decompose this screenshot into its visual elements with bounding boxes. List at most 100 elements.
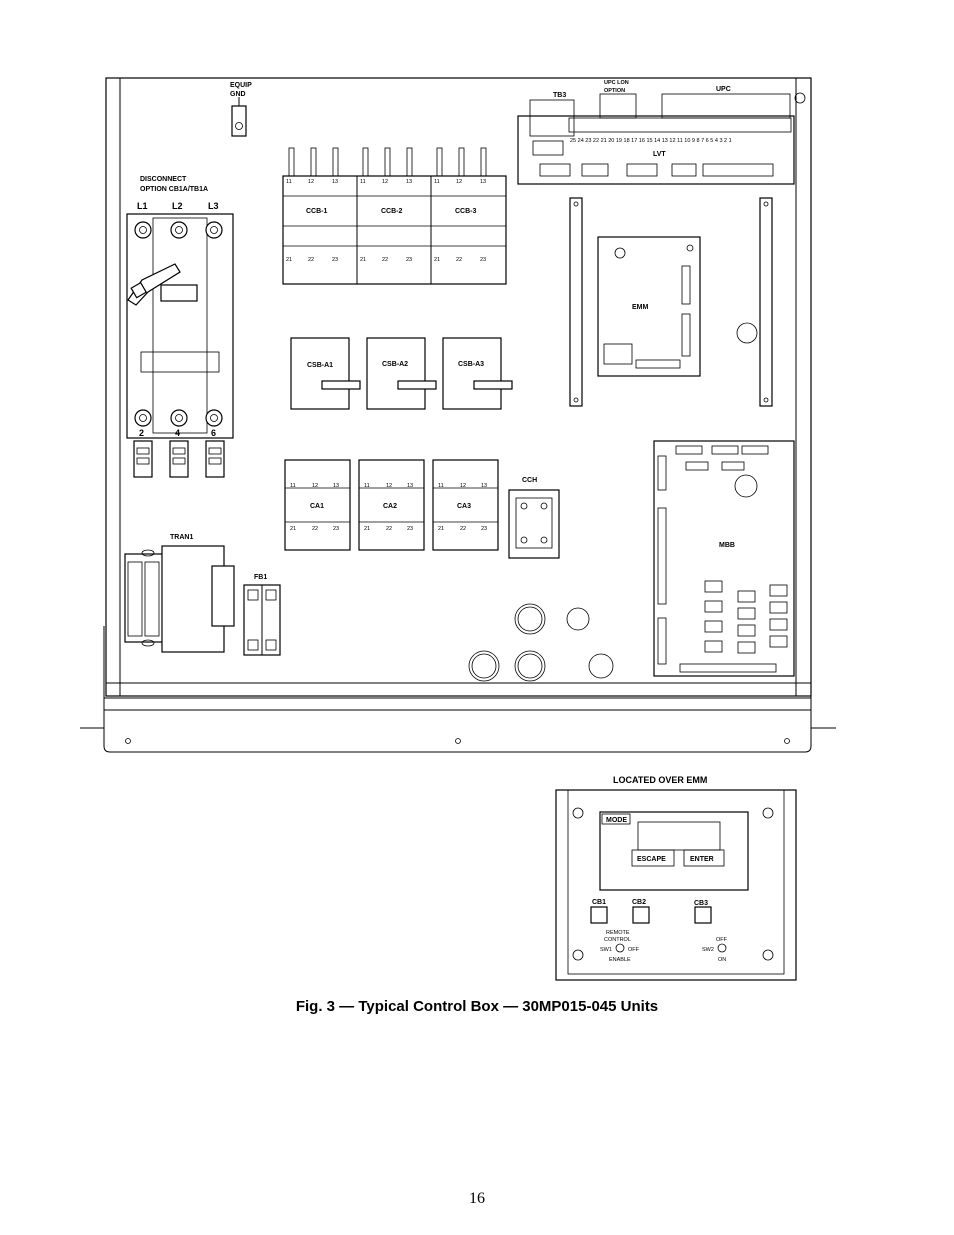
svg-text:23: 23 [406,257,412,263]
fb1-label: FB1 [254,574,267,581]
escape-label: ESCAPE [637,856,666,863]
svg-text:13: 13 [333,483,339,489]
fb1-fuse-block: FB1 [243,574,281,656]
upc-lon-label-1: UPC LON [604,80,629,86]
svg-text:11: 11 [434,179,440,185]
mounting-rails [569,197,773,407]
svg-text:11: 11 [438,483,444,489]
svg-text:13: 13 [407,483,413,489]
mode-label: MODE [606,817,627,824]
mbb-board: MBB [653,440,795,677]
ca1-label: CA1 [310,503,324,510]
control-label: CONTROL [604,937,631,943]
l3-label: L3 [208,201,219,211]
sw2-off-label: OFF [716,937,728,943]
ccb-1-label: CCB-1 [306,208,327,215]
svg-text:22: 22 [308,257,314,263]
svg-text:21: 21 [438,526,444,532]
cb1-button [590,906,608,924]
tran1-transformer: TRAN1 [124,534,235,653]
disconnect-output-blocks [133,440,225,478]
csb-a1-label: CSB-A1 [307,362,333,369]
figure-caption: Fig. 3 — Typical Control Box — 30MP015-0… [295,998,659,1015]
ca3-label: CA3 [457,503,471,510]
lvt-label: LVT [653,151,666,158]
disconnect-switch: DISCONNECT OPTION CB1A/TB1A L1 L2 L3 2 4… [126,176,234,478]
ca2-label: CA2 [383,503,397,510]
svg-text:22: 22 [456,257,462,263]
svg-text:23: 23 [333,526,339,532]
ccb-2-label: CCB-2 [381,208,402,215]
csb-sensors: CSB-A1 CSB-A2 CSB-A3 [290,337,513,410]
cb1-label: CB1 [592,899,606,906]
emm-board: EMM [597,236,758,377]
enter-label: ENTER [690,856,714,863]
svg-text:21: 21 [360,257,366,263]
on-label: ON [718,957,726,963]
svg-text:22: 22 [382,257,388,263]
svg-text:21: 21 [434,257,440,263]
svg-text:21: 21 [290,526,296,532]
ca-contactors: CA1 CA2 CA3 11 12 13 11 12 13 11 12 13 2… [284,459,499,551]
upc-lon-label-2: OPTION [604,88,625,94]
ccb-3-label: CCB-3 [455,208,476,215]
svg-text:12: 12 [460,483,466,489]
cb3-label: CB3 [694,900,708,907]
svg-text:12: 12 [386,483,392,489]
svg-text:11: 11 [290,483,296,489]
svg-text:13: 13 [332,179,338,185]
knockouts [468,603,614,682]
lvt-terminal-numbers: 25 24 23 22 21 20 19 18 17 16 15 14 13 1… [570,138,732,144]
ccb-breakers: CCB-1 CCB-2 CCB-3 11 12 13 11 12 13 11 1… [282,147,507,285]
cch-relay: CCH [508,477,560,559]
sw1-label: SW1 [600,947,612,953]
disconnect-terminals-bottom [134,409,223,427]
csb-a3-label: CSB-A3 [458,361,484,368]
svg-text:23: 23 [480,257,486,263]
svg-text:21: 21 [364,526,370,532]
disconnect-label-2: OPTION CB1A/TB1A [140,186,208,193]
svg-text:11: 11 [360,179,366,185]
csb-a2-label: CSB-A2 [382,361,408,368]
svg-text:13: 13 [481,483,487,489]
svg-text:12: 12 [456,179,462,185]
disconnect-label-1: DISCONNECT [140,176,187,183]
sw2-label: SW2 [702,947,714,953]
svg-text:12: 12 [382,179,388,185]
tb3-label: TB3 [553,92,566,99]
cch-label: CCH [522,477,537,484]
t6-label: 6 [211,428,216,438]
svg-text:12: 12 [308,179,314,185]
t4-label: 4 [175,428,180,438]
equip-gnd-label: EQUIP [230,82,252,89]
sw1-switch [615,943,625,953]
disconnect-terminals-top [134,221,223,239]
l2-label: L2 [172,201,183,211]
ccb-terminal-labels: 11 12 13 11 12 13 11 12 13 21 22 23 21 2… [286,179,486,263]
cb2-label: CB2 [632,899,646,906]
svg-text:11: 11 [364,483,370,489]
svg-text:22: 22 [460,526,466,532]
remote-label: REMOTE [606,930,630,936]
svg-text:22: 22 [312,526,318,532]
t2-label: 2 [139,428,144,438]
mbb-label: MBB [719,542,735,549]
navigator-interface-panel: LOCATED OVER EMM MODE ESCAPE ENTER CB1 C… [555,775,797,981]
enable-label: ENABLE [609,957,631,963]
svg-text:23: 23 [332,257,338,263]
ca-terminal-labels: 11 12 13 11 12 13 11 12 13 21 22 23 21 2… [290,483,487,532]
equipment-ground: EQUIP GND [230,82,252,137]
l1-label: L1 [137,201,148,211]
svg-text:12: 12 [312,483,318,489]
svg-text:23: 23 [407,526,413,532]
cb3-button [694,906,712,924]
sw1-off-label: OFF [628,947,640,953]
sw2-switch [717,943,727,953]
svg-text:13: 13 [480,179,486,185]
emm-label: EMM [632,304,649,311]
page-number: 16 [469,1190,485,1207]
upc-label: UPC [716,86,731,93]
located-over-emm-label: LOCATED OVER EMM [613,775,707,785]
svg-text:13: 13 [406,179,412,185]
